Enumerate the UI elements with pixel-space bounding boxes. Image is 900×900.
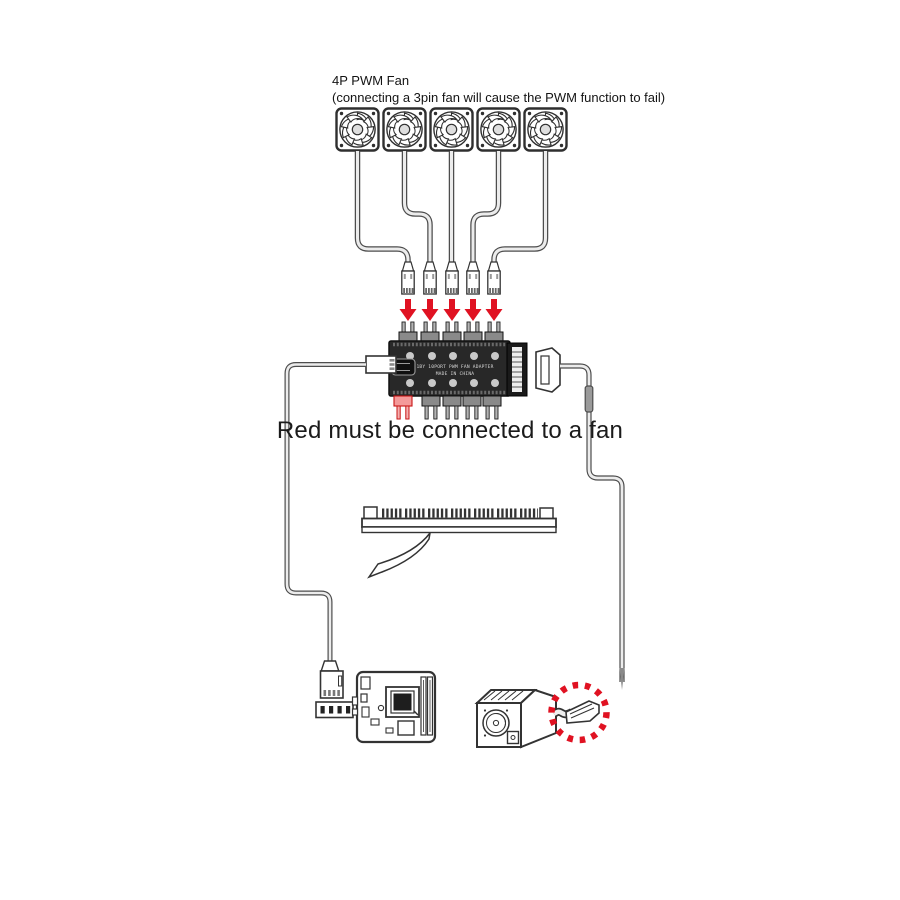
pwm-fan-icon <box>335 107 380 152</box>
psu-power-socket <box>506 730 520 745</box>
insertion-arrows <box>399 299 503 321</box>
hub-print-line1: 1BY 10PORT PWM FAN ADAPTER <box>416 364 493 370</box>
psu-fan-grill <box>482 709 510 737</box>
red-dotted-circle <box>548 681 610 744</box>
pin-header-strip <box>361 506 557 579</box>
pwm-fan-icon <box>429 107 474 152</box>
down-arrow-icon <box>485 299 503 321</box>
down-arrow-icon <box>421 299 439 321</box>
pwm-signal-plug <box>365 355 397 374</box>
hub-top-port <box>420 321 440 343</box>
fan-hub-board: 1BY 10PORT PWM FAN ADAPTER MADE IN CHINA <box>365 321 561 420</box>
sata-power-plug-icon <box>535 347 561 393</box>
hub-bottom-port <box>442 395 462 420</box>
fan-plug-icon <box>423 261 437 295</box>
hub-bottom-port-red <box>393 395 413 420</box>
cpu-fan-plug <box>319 660 344 699</box>
fan-type-line2: (connecting a 3pin fan will cause the PW… <box>332 90 666 105</box>
pwm-fan-icon <box>382 107 427 152</box>
hub-bottom-port <box>462 395 482 420</box>
hub-top-port <box>463 321 483 343</box>
cable-taper-end <box>619 668 625 690</box>
hub-bottom-port <box>482 395 502 420</box>
fan-plugs <box>401 261 501 295</box>
hub-solder-pads <box>406 352 499 387</box>
fan-type-line1: 4P PWM Fan <box>332 73 410 88</box>
fan-plug-icon <box>445 261 459 295</box>
fan-cables <box>354 151 549 263</box>
hub-top-port <box>398 321 418 343</box>
cable-sleeve <box>584 385 594 413</box>
down-arrow-icon <box>464 299 482 321</box>
psu-sata-plug-icon <box>565 700 600 724</box>
pwm-fan-icon <box>523 107 568 152</box>
down-arrow-icon <box>399 299 417 321</box>
pwm-fan-icon <box>476 107 521 152</box>
hub-print-line2: MADE IN CHINA <box>436 371 475 377</box>
hub-sata-edge <box>506 342 528 397</box>
sata-power-cable <box>560 363 625 690</box>
red-port-note: Red must be connected to a fan <box>276 417 624 444</box>
fan-type-caption: 4P PWM Fan (connecting a 3pin fan will c… <box>332 72 665 106</box>
hub-bottom-port <box>421 395 441 420</box>
motherboard-icon <box>351 670 437 744</box>
fan-plug-icon <box>487 261 501 295</box>
hub-top-port <box>442 321 462 343</box>
fan-row <box>335 107 568 152</box>
strip-ribbon-cable <box>366 532 431 579</box>
hub-top-port <box>484 321 504 343</box>
pwm-signal-cable <box>284 362 366 662</box>
cpu-fan-header-icon <box>315 701 354 719</box>
down-arrow-icon <box>443 299 461 321</box>
psu-icon <box>474 681 610 749</box>
fan-plug-icon <box>466 261 480 295</box>
fan-plug-icon <box>401 261 415 295</box>
